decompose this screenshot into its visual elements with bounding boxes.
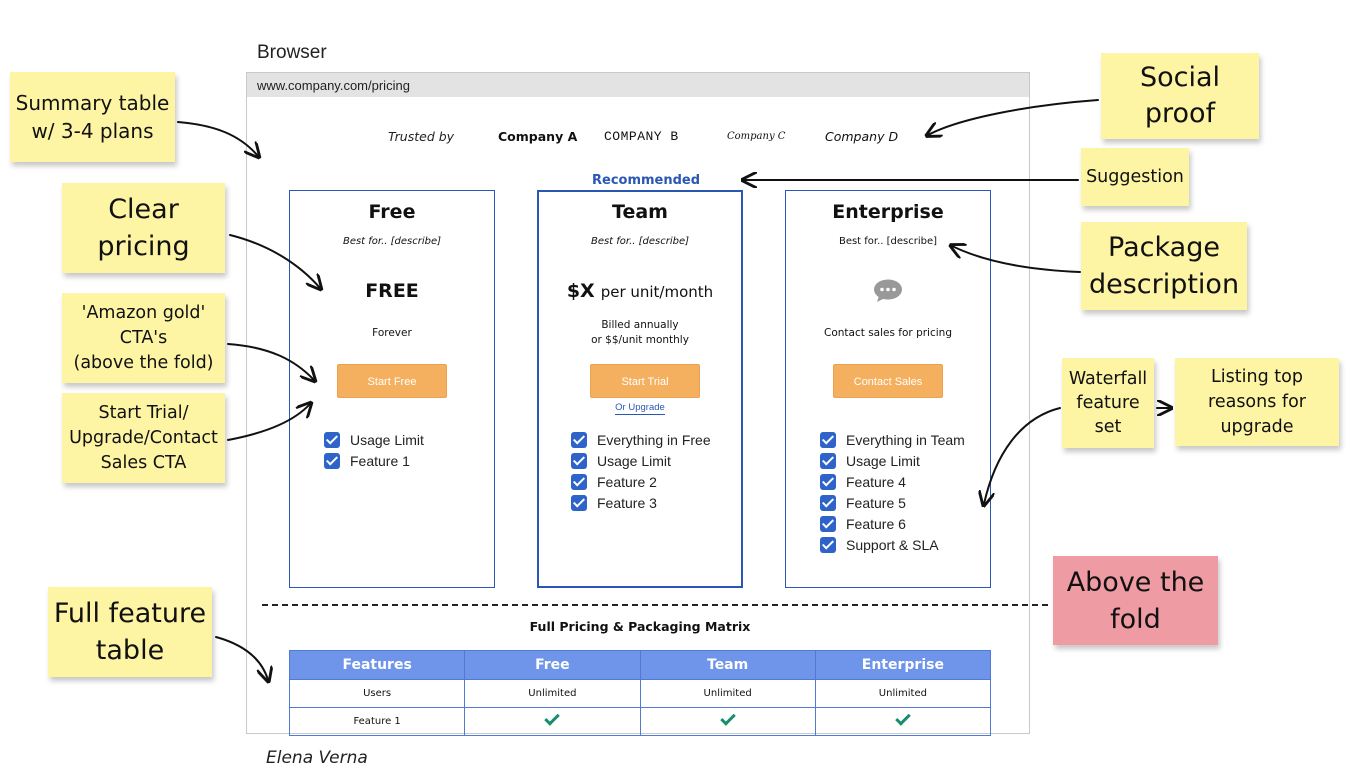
table-cell [464, 707, 641, 736]
plan-card-team: Team Best for.. [describe] $X per unit/mo… [537, 190, 743, 588]
author-signature: Elena Verna [266, 748, 368, 768]
checkbox-icon [820, 536, 836, 553]
upgrade-link[interactable]: Or Upgrade [615, 402, 665, 415]
feature-item: Feature 6 [820, 513, 965, 534]
chat-bubble-icon [874, 279, 902, 302]
table-row: Feature 1 [288, 707, 992, 736]
company-logo-c: Company C [727, 131, 786, 142]
sticky-note-start-trial: Start Trial/ Upgrade/Contact Sales CTA [62, 393, 225, 483]
sticky-note-above-the-fold: Above the fold [1053, 556, 1218, 645]
contact-sales-button[interactable]: Contact Sales [833, 364, 943, 398]
feature-list: Everything in Team Usage Limit Feature 4… [820, 429, 965, 555]
plan-price: $X per unit/month [539, 280, 741, 302]
table-header-row: Features Free Team Enterprise [288, 650, 992, 680]
table-cell: Unlimited [639, 679, 816, 708]
plan-name: Team [612, 201, 668, 223]
feature-item: Everything in Free [571, 429, 711, 450]
plan-price: FREE [365, 280, 419, 302]
plan-card-enterprise: Enterprise Best for.. [describe] Contact… [785, 190, 991, 588]
checkbox-icon [571, 431, 587, 448]
start-free-button[interactable]: Start Free [337, 364, 447, 398]
plan-note-billing: Billed annually [601, 319, 679, 331]
plan-name: Enterprise [832, 201, 944, 223]
plan-note-monthly: or $$/unit monthly [591, 334, 689, 346]
check-icon [895, 710, 911, 726]
url-text: www.company.com/pricing [257, 78, 410, 93]
feature-item: Support & SLA [820, 534, 965, 555]
checkbox-icon [571, 473, 587, 490]
url-bar[interactable] [247, 73, 1029, 97]
table-cell: Unlimited [464, 679, 641, 708]
checkbox-icon [820, 452, 836, 469]
sticky-note-listing-top-reasons: Listing top reasons for upgrade [1175, 358, 1339, 446]
sticky-note-summary-table: Summary table w/ 3-4 plans [10, 72, 175, 162]
table-cell: Unlimited [814, 679, 992, 708]
plan-note: Contact sales for pricing [824, 327, 952, 339]
checkbox-icon [820, 515, 836, 532]
feature-item: Feature 3 [571, 492, 711, 513]
browser-title: Browser [257, 42, 327, 63]
start-trial-button[interactable]: Start Trial [590, 364, 700, 398]
plan-note: Forever [372, 327, 412, 339]
sticky-note-clear-pricing: Clear pricing [62, 183, 225, 273]
checkbox-icon [820, 494, 836, 511]
checkbox-icon [324, 452, 340, 469]
company-logo-a: Company A [498, 129, 578, 144]
checkbox-icon [571, 494, 587, 511]
checkbox-icon [820, 473, 836, 490]
sticky-note-suggestion: Suggestion [1081, 148, 1189, 206]
table-cell [814, 707, 992, 736]
recommended-label: Recommended [592, 173, 701, 188]
plan-best-for: Best for.. [describe] [590, 236, 690, 247]
feature-item: Feature 5 [820, 492, 965, 513]
plan-best-for: Best for.. [describe] [838, 236, 938, 247]
feature-item: Usage Limit [571, 450, 711, 471]
sticky-note-amazon-gold: 'Amazon gold' CTA's (above the fold) [62, 293, 225, 383]
column-header: Enterprise [814, 650, 992, 680]
row-label: Feature 1 [288, 707, 466, 736]
table-cell [639, 707, 816, 736]
column-header: Free [464, 650, 641, 680]
feature-item: Usage Limit [324, 429, 424, 450]
feature-item: Feature 2 [571, 471, 711, 492]
check-icon [544, 710, 561, 726]
sticky-note-full-feature-table: Full feature table [48, 587, 212, 677]
feature-item: Feature 1 [324, 450, 424, 471]
matrix-title: Full Pricing & Packaging Matrix [529, 619, 751, 634]
company-logo-d: Company D [825, 129, 899, 144]
feature-item: Everything in Team [820, 429, 965, 450]
plan-name: Free [368, 201, 416, 223]
fold-divider [262, 604, 1048, 606]
price-unit: per unit/month [600, 283, 714, 301]
checkbox-icon [820, 431, 836, 448]
sticky-note-package-description: Package description [1081, 222, 1247, 310]
feature-item: Usage Limit [820, 450, 965, 471]
plan-card-free: Free Best for.. [describe] FREE Forever … [289, 190, 495, 588]
checkbox-icon [571, 452, 587, 469]
row-label: Users [288, 679, 466, 708]
price-amount: $X [566, 280, 595, 302]
pricing-matrix-table: Features Free Team Enterprise Users Unli… [288, 650, 992, 736]
sticky-note-waterfall: Waterfall feature set [1062, 358, 1154, 448]
plan-best-for: Best for.. [describe] [342, 236, 442, 247]
sticky-note-social-proof: Social proof [1101, 53, 1259, 139]
trusted-by-label: Trusted by [388, 129, 455, 144]
table-row: Users Unlimited Unlimited Unlimited [288, 679, 992, 708]
column-header: Team [639, 650, 816, 680]
column-header: Features [288, 650, 466, 680]
check-icon [719, 710, 736, 726]
feature-list: Everything in Free Usage Limit Feature 2… [571, 429, 711, 513]
company-logo-b: COMPANY B [604, 129, 679, 144]
feature-list: Usage Limit Feature 1 [324, 429, 424, 471]
checkbox-icon [324, 431, 340, 448]
feature-item: Feature 4 [820, 471, 965, 492]
